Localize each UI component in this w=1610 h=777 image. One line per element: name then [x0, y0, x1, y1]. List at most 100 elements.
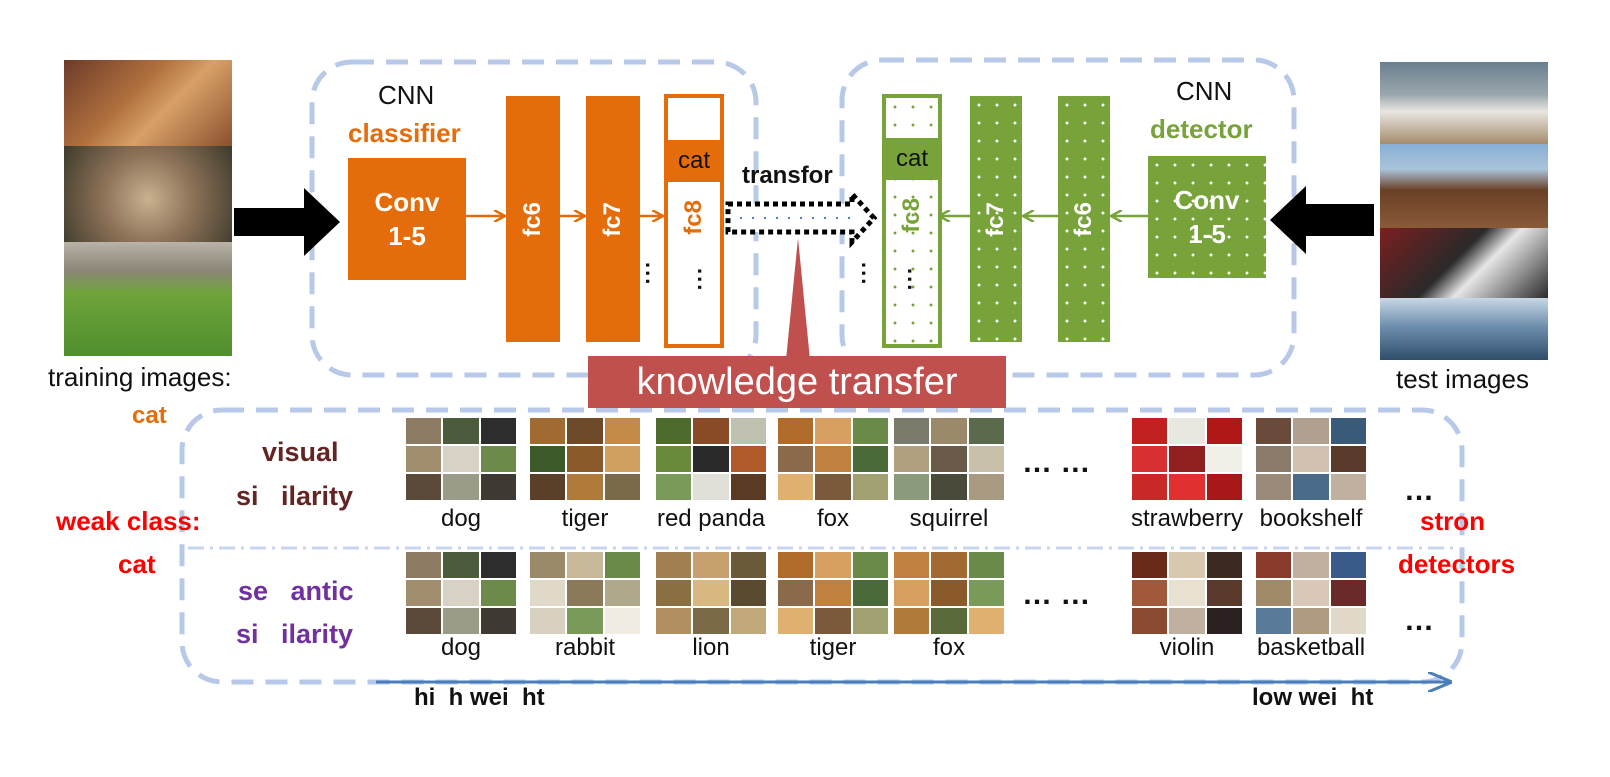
- thumbnail: [1169, 418, 1205, 444]
- thumbnail: [480, 474, 516, 500]
- thumbnail: [604, 552, 640, 578]
- thumbnail: [931, 418, 967, 444]
- thumbnail: [894, 580, 930, 606]
- thumbnail-grid-visual-0: [406, 418, 516, 500]
- thumbnail: [1293, 552, 1329, 578]
- knowledge-transfer-box: knowledge transfer: [588, 356, 1006, 408]
- thumbnail: [730, 552, 766, 578]
- thumbnail: [1330, 418, 1366, 444]
- thumbnail: [894, 418, 930, 444]
- thumbnail: [1293, 580, 1329, 606]
- thumbnail: [815, 552, 851, 578]
- thumbnail: [931, 608, 967, 634]
- semantic-similarity-line2: si ilarity: [236, 619, 354, 649]
- input-arrow-left: [234, 188, 340, 256]
- thumbnail: [480, 552, 516, 578]
- thumbnail: [1256, 580, 1292, 606]
- thumbnail: [1330, 446, 1366, 472]
- thumbnail: [480, 580, 516, 606]
- thumbnail: [567, 446, 603, 472]
- thumbnail: [656, 418, 692, 444]
- thumbnail: [1132, 446, 1168, 472]
- transfer-arrow-label: transfor: [742, 162, 833, 189]
- thumbnail: [1206, 552, 1242, 578]
- detector-fc6-label: fc6: [1070, 201, 1097, 237]
- thumbnail: [1293, 474, 1329, 500]
- thumbnail: [1132, 474, 1168, 500]
- thumbnail: [1132, 418, 1168, 444]
- thumbnail: [968, 474, 1004, 500]
- thumbnail: [443, 446, 479, 472]
- thumbnail: [406, 418, 442, 444]
- thumbnail: [968, 418, 1004, 444]
- thumbnail: [604, 580, 640, 606]
- thumbnail: [931, 474, 967, 500]
- thumbnail: [656, 474, 692, 500]
- thumbnail: [656, 552, 692, 578]
- thumbnail: [1206, 446, 1242, 472]
- thumbnail: [1330, 552, 1366, 578]
- knowledge-transfer-label: knowledge transfer: [636, 360, 958, 403]
- thumbnail: [894, 446, 930, 472]
- classifier-fc8-block: cat fc8 ...: [664, 94, 724, 348]
- thumbnail: [693, 474, 729, 500]
- thumbnail: [443, 418, 479, 444]
- classifier-fc7-block: fc7: [586, 96, 640, 342]
- classifier-fc7-label: fc7: [599, 201, 626, 237]
- thumbnail: [530, 418, 566, 444]
- detector-fc8-dots: ...: [903, 268, 928, 293]
- detector-conv-line1: Conv: [1174, 185, 1240, 215]
- thumbnail: [530, 580, 566, 606]
- thumbnail: [730, 446, 766, 472]
- test-image-2: [1380, 144, 1548, 228]
- thumbnail-grid-visual-4: [894, 418, 1004, 500]
- class-caption-semantic-2: lion: [692, 634, 730, 661]
- visual-row-trailing-dots: …: [1404, 474, 1434, 507]
- test-images-label: test images: [1396, 364, 1529, 394]
- semantic-row-trailing-dots: …: [1404, 604, 1434, 637]
- thumbnail: [530, 474, 566, 500]
- thumbnail: [604, 418, 640, 444]
- thumbnail: [931, 580, 967, 606]
- thumbnail: [894, 608, 930, 634]
- thumbnail: [604, 474, 640, 500]
- thumbnail-grid-visual-3: [778, 418, 888, 500]
- thumbnail: [1132, 552, 1168, 578]
- thumbnail: [968, 608, 1004, 634]
- thumbnail: [604, 608, 640, 634]
- thumbnail: [480, 608, 516, 634]
- thumbnail: [894, 474, 930, 500]
- detector-conv-block: Conv 1-5: [1148, 156, 1266, 278]
- classifier-fc6-block: fc6: [506, 96, 560, 342]
- class-caption-visual-4: squirrel: [909, 505, 989, 532]
- weak-class-cat-label: cat: [118, 549, 156, 579]
- detector-cat-label: cat: [895, 145, 928, 172]
- thumbnail: [530, 552, 566, 578]
- thumbnail: [443, 474, 479, 500]
- thumbnail: [968, 446, 1004, 472]
- classifier-fc8-dots: ...: [693, 268, 718, 293]
- thumbnail: [480, 418, 516, 444]
- class-caption-visual-6: bookshelf: [1259, 505, 1363, 532]
- strong-label-line2: detectors: [1398, 549, 1516, 579]
- low-weight-label: low wei ht: [1252, 684, 1374, 711]
- thumbnail: [1169, 446, 1205, 472]
- detector-fc7-block: fc7: [970, 96, 1022, 342]
- training-image-2: [64, 146, 232, 242]
- thumbnail: [815, 474, 851, 500]
- thumbnail: [815, 608, 851, 634]
- thumbnail: [656, 580, 692, 606]
- semantic-row-ellipsis: … …: [1022, 578, 1091, 611]
- thumbnail: [693, 580, 729, 606]
- thumbnail: [406, 580, 442, 606]
- thumbnail: [1206, 418, 1242, 444]
- thumbnail: [693, 552, 729, 578]
- thumbnail: [852, 552, 888, 578]
- thumbnail: [1206, 580, 1242, 606]
- class-caption-visual-0: dog: [440, 505, 482, 532]
- thumbnail: [852, 580, 888, 606]
- thumbnail: [567, 418, 603, 444]
- thumbnail: [1169, 552, 1205, 578]
